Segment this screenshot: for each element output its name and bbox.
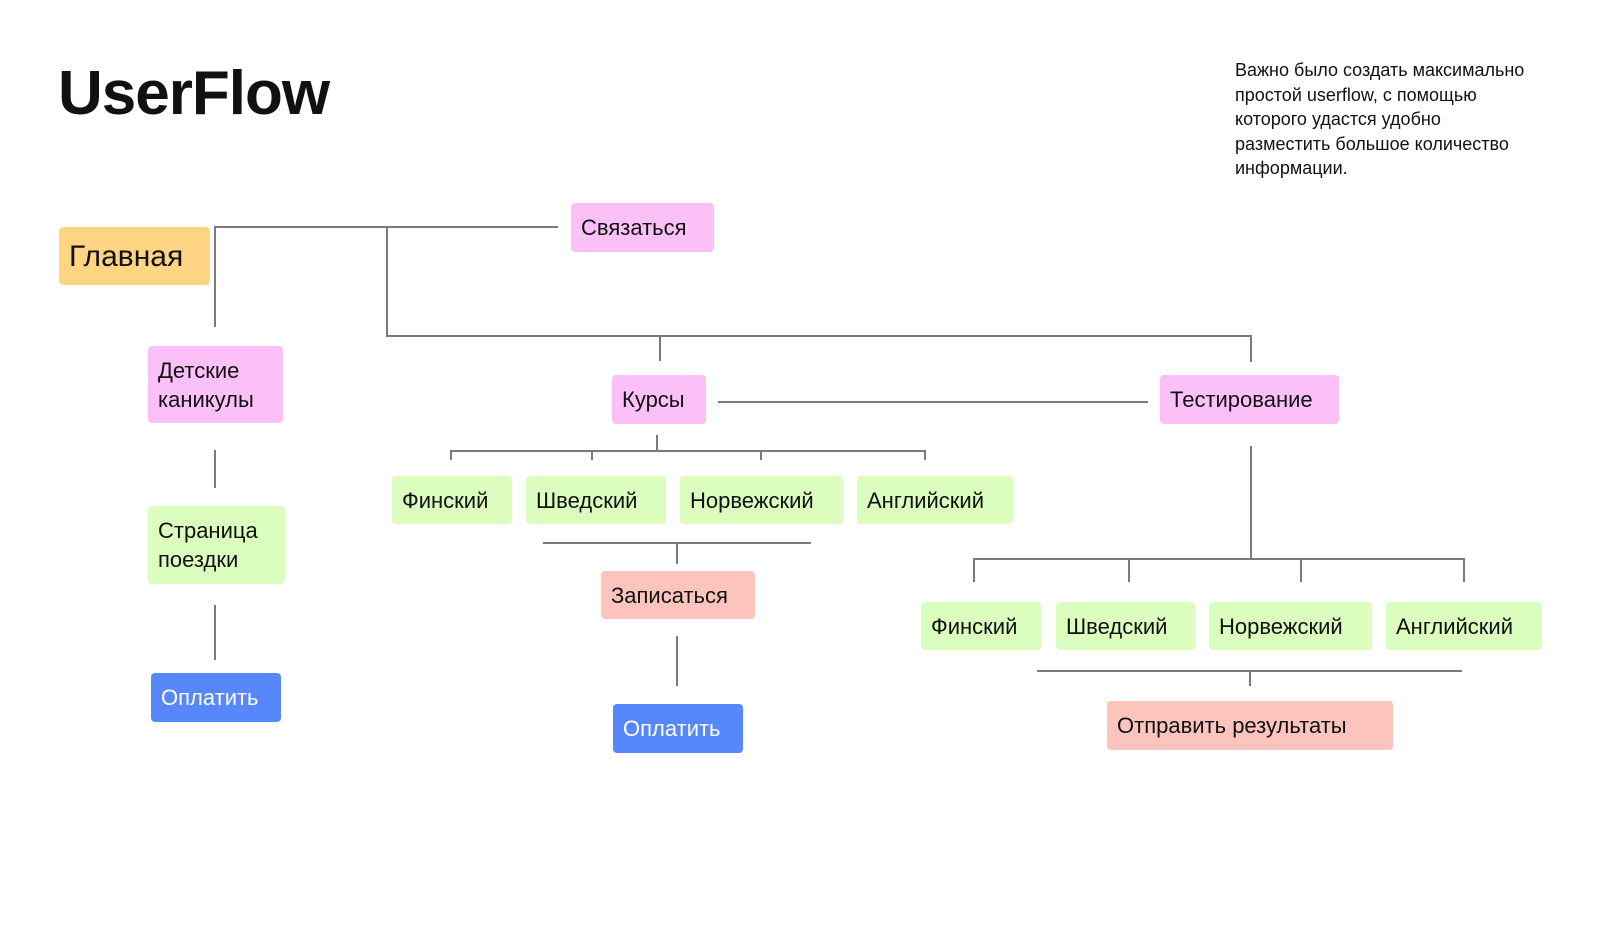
node-trip-page: Страница поездки — [148, 506, 285, 584]
description-note: Важно было создать максимально простой u… — [1235, 60, 1525, 178]
node-test-swedish: Шведский — [1056, 602, 1195, 650]
node-test-norwegian: Норвежский — [1209, 602, 1372, 650]
node-pay-courses: Оплатить — [613, 704, 743, 753]
node-contact: Связаться — [571, 203, 714, 252]
node-enroll: Записаться — [601, 571, 755, 619]
node-test-finnish: Финский — [921, 602, 1041, 650]
node-course-swedish: Шведский — [526, 476, 666, 524]
node-course-finnish: Финский — [392, 476, 512, 524]
node-courses: Курсы — [612, 375, 706, 424]
node-pay-kids: Оплатить — [151, 673, 281, 722]
node-kids-holidays: Детские каникулы — [148, 346, 283, 423]
node-send-results: Отправить результаты — [1107, 701, 1393, 750]
node-course-norwegian: Норвежский — [680, 476, 843, 524]
node-course-english: Английский — [857, 476, 1013, 524]
page-title: UserFlow — [58, 59, 330, 128]
node-testing: Тестирование — [1160, 375, 1339, 424]
node-test-english: Английский — [1386, 602, 1542, 650]
node-home: Главная — [59, 227, 210, 285]
